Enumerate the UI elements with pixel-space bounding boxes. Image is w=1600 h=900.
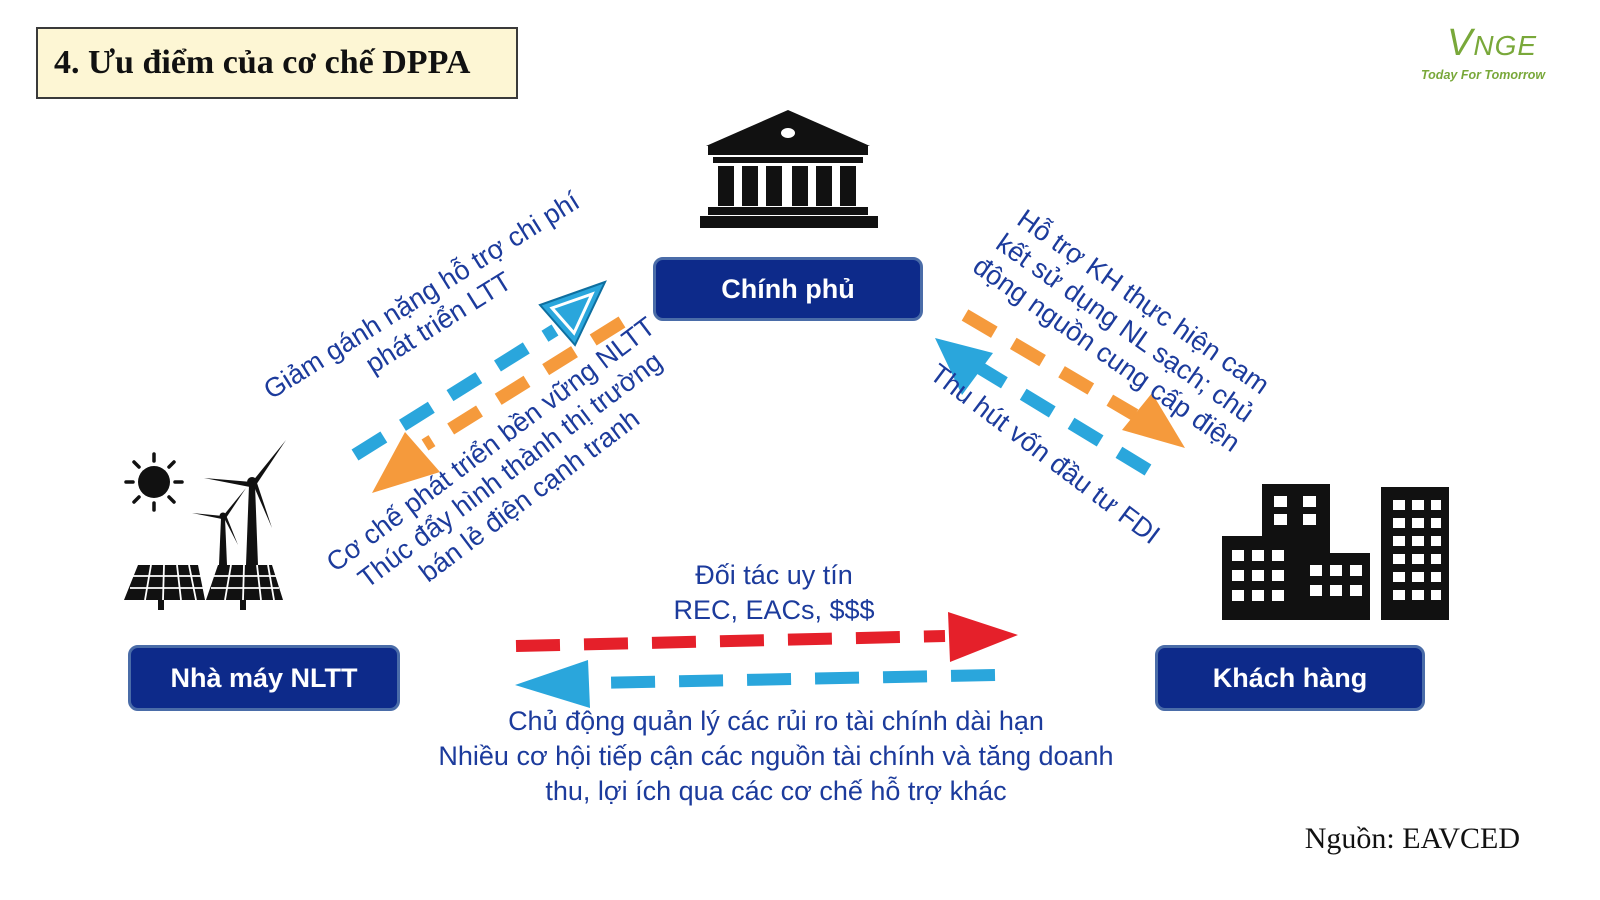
wind-turbine-icon xyxy=(192,440,286,565)
city-buildings-icon xyxy=(1222,484,1449,620)
arrow-plant-to-customer xyxy=(515,612,1018,662)
bottom-upper-label: Đối tác uy tín REC, EACs, $$$ xyxy=(574,558,974,628)
bottom-lower-label: Chủ động quản lý các rủi ro tài chính dà… xyxy=(376,704,1176,809)
bottom-upper-line-1: Đối tác uy tín xyxy=(695,560,853,590)
bottom-lower-line-3: thu, lợi ích qua các cơ chế hỗ trợ khác xyxy=(545,776,1007,806)
arrow-government-to-customer xyxy=(961,309,1185,448)
renewable-plant-icon xyxy=(124,440,286,610)
node-customer: Khách hàng xyxy=(1155,645,1425,711)
source-note: Nguồn: EAVCED xyxy=(1304,822,1520,855)
vnge-logo: VNGE Today For Tomorrow xyxy=(1415,20,1555,90)
logo-wordmark: VNGE xyxy=(1447,22,1538,64)
sun-icon xyxy=(124,452,184,512)
bottom-lower-line-2: Nhiều cơ hội tiếp cận các nguồn tài chín… xyxy=(438,741,1114,771)
bottom-upper-line-2: REC, EACs, $$$ xyxy=(673,595,875,625)
node-renewable-plant: Nhà máy NLTT xyxy=(128,645,400,711)
arrow-plant-to-government xyxy=(351,280,607,461)
node-government: Chính phủ xyxy=(653,257,923,321)
logo-tagline: Today For Tomorrow xyxy=(1421,68,1546,82)
solar-panel-icon xyxy=(124,564,283,610)
arrow-customer-to-plant xyxy=(515,660,996,708)
slide-title: 4. Ưu điểm của cơ chế DPPA xyxy=(36,27,518,99)
government-building-icon xyxy=(700,110,878,228)
bottom-lower-line-1: Chủ động quản lý các rủi ro tài chính dà… xyxy=(508,706,1044,736)
arrow-government-to-plant xyxy=(372,316,626,493)
arrow-customer-to-government xyxy=(935,338,1152,476)
